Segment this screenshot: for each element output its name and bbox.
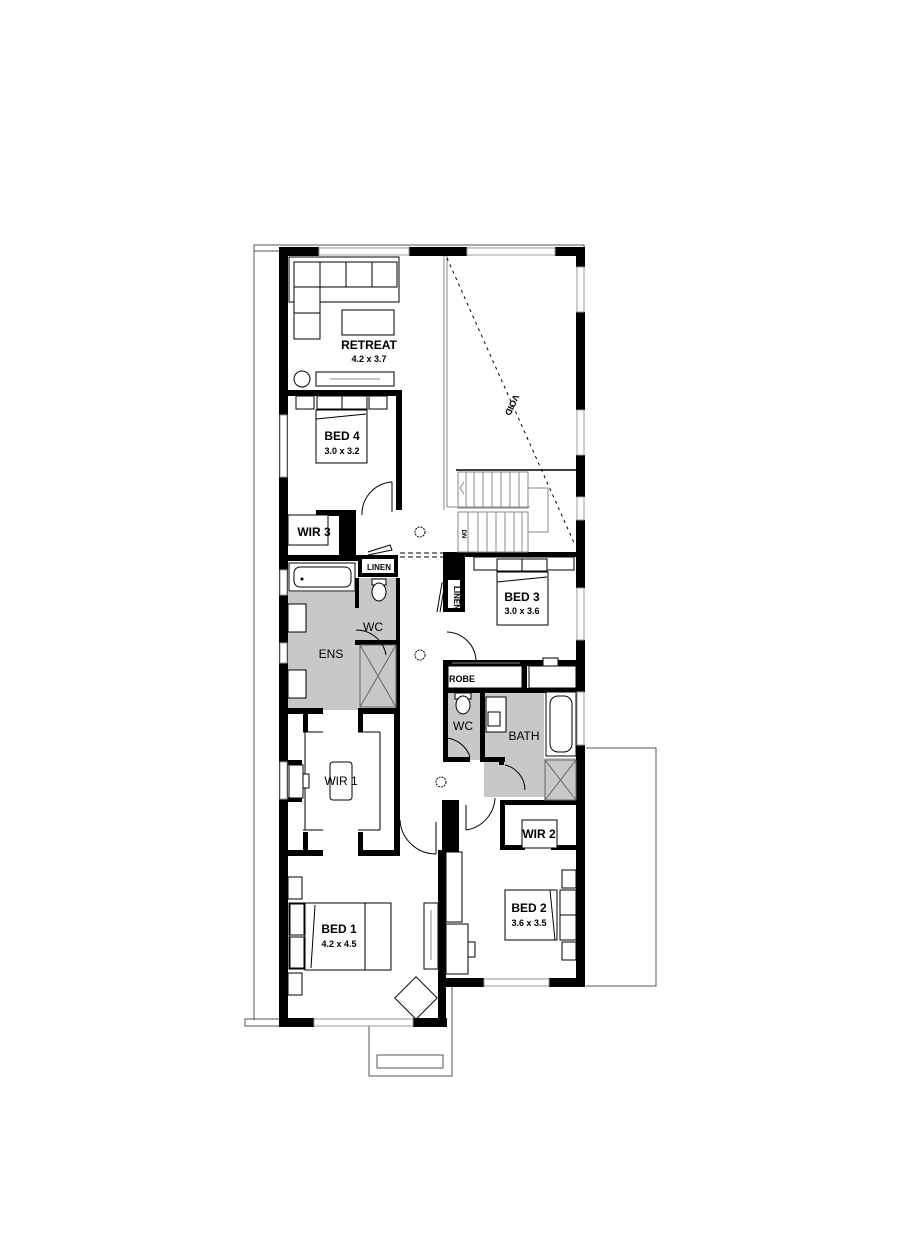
furniture — [287, 256, 577, 1020]
wc2-label: WC — [453, 719, 473, 733]
bath-label: BATH — [508, 729, 539, 743]
windows — [279, 247, 585, 1027]
robe-label: ROBE — [449, 674, 475, 684]
stair-down-label: DN — [460, 530, 466, 539]
bed2-size: 3.6 x 3.5 — [511, 918, 546, 928]
stairs — [456, 469, 576, 553]
bed1-label: BED 1 — [321, 922, 357, 936]
retreat-size: 4.2 x 3.7 — [351, 354, 386, 364]
bed4-size: 3.0 x 3.2 — [324, 446, 359, 456]
bed3-size: 3.0 x 3.6 — [504, 606, 539, 616]
wir3-label: WIR 3 — [297, 525, 331, 539]
doors — [355, 481, 526, 855]
linen1-label: LINEN — [367, 563, 391, 572]
bed1-size: 4.2 x 4.5 — [321, 939, 356, 949]
smoke-detector-icons — [414, 526, 447, 788]
bed2-label: BED 2 — [511, 901, 547, 915]
void-label: VOID — [503, 393, 522, 418]
bed3-label: BED 3 — [504, 590, 540, 604]
void — [443, 256, 576, 546]
bed4-label: BED 4 — [324, 429, 360, 443]
wir2-label: WIR 2 — [522, 827, 556, 841]
room-labels: RETREAT 4.2 x 3.7 BED 4 3.0 x 3.2 WIR 3 … — [297, 338, 556, 949]
wir1-label: WIR 1 — [324, 774, 358, 788]
linen2-label: LINEN — [452, 586, 461, 610]
retreat-label: RETREAT — [341, 338, 397, 352]
wc1-label: WC — [363, 620, 383, 634]
ens-label: ENS — [319, 647, 344, 661]
